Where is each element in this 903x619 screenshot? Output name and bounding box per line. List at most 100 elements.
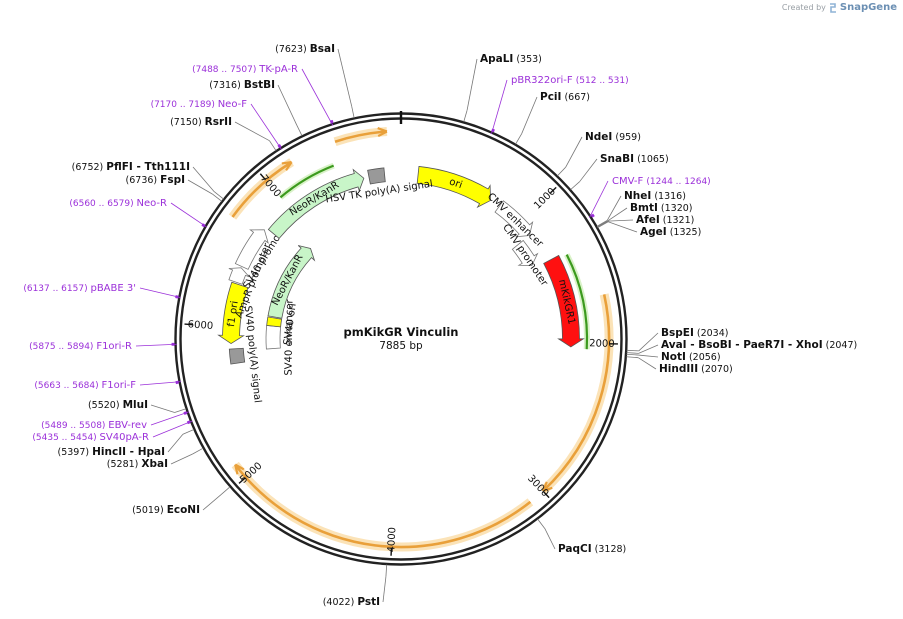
site-leader-ext-hincii — [167, 433, 184, 453]
site-hincii[interactable]: (5397) HincII - HpaI — [58, 446, 165, 458]
site-psti[interactable]: (4022) PstI — [323, 596, 380, 608]
site-leader-ext-mlui — [150, 404, 175, 413]
primer-name: F1ori-F — [102, 380, 137, 391]
tick-label-6000: 6000 — [187, 319, 213, 332]
site-leader-ext-psti — [382, 576, 387, 603]
plasmid-name: pmKikGR Vinculin — [344, 325, 459, 339]
site-name: NotI — [661, 351, 686, 363]
primer-range: (5489 .. 5508) — [41, 421, 108, 431]
primer-f1ori-r[interactable]: (5875 .. 5894) F1ori-R — [29, 341, 132, 352]
primer-text-cmv-f: CMV-F (1244 .. 1264) — [612, 176, 711, 187]
site-leader-ext-fspi — [187, 179, 213, 195]
site-bspei[interactable]: BspEI (2034) — [661, 327, 728, 339]
primer-text-pbr322ori-f: pBR322ori-F (512 .. 531) — [511, 75, 629, 86]
primer-leader-pbabe-3 — [139, 287, 181, 298]
site-position: (1325) — [667, 227, 702, 238]
site-position: (959) — [612, 132, 641, 143]
primer-range: (6137 .. 6157) — [23, 284, 90, 294]
site-bmti[interactable]: BmtI (1320) — [630, 202, 692, 214]
site-snabi[interactable]: SnaBI (1065) — [600, 153, 669, 165]
site-name: BsaI — [310, 43, 335, 55]
site-pflfi[interactable]: (6752) PflFI - Tth111I — [72, 161, 190, 173]
primer-range: (5663 .. 5684) — [34, 381, 101, 391]
site-position: (6752) — [72, 162, 107, 173]
site-name: HindIII — [659, 363, 698, 375]
site-avai[interactable]: AvaI - BsoBI - PaeR7I - XhoI (2047) — [661, 339, 857, 351]
site-leader-ext-ndei — [565, 136, 583, 168]
site-name: AfeI — [636, 214, 660, 226]
site-rsrii[interactable]: (7150) RsrII — [170, 116, 232, 128]
site-ndei[interactable]: NdeI (959) — [585, 131, 641, 143]
site-agei[interactable]: AgeI (1325) — [640, 226, 701, 238]
site-name: AvaI — [661, 339, 687, 351]
primer-text-tk-pa-r: (7488 .. 7507) TK-pA-R — [192, 64, 298, 75]
site-position: (2056) — [686, 352, 721, 363]
site-leader-snabi — [570, 181, 580, 190]
site-leader-afei — [597, 220, 608, 228]
site-leader-avai — [626, 352, 639, 354]
primer-text-f1ori-r: (5875 .. 5894) F1ori-R — [29, 341, 132, 352]
primer-tk-pa-r[interactable]: (7488 .. 7507) TK-pA-R — [192, 64, 298, 75]
feature-sv40-enhancer[interactable] — [265, 325, 282, 350]
site-leader-ext-snabi — [579, 158, 598, 182]
site-leader-pcii — [515, 133, 522, 145]
site-position: (7150) — [170, 117, 205, 128]
primer-ebv-rev[interactable]: (5489 .. 5508) EBV-rev — [41, 420, 147, 431]
feature-f1-ori[interactable] — [217, 281, 249, 345]
primer-neo-r[interactable]: (6560 .. 6579) Neo-R — [69, 198, 167, 209]
site-leader-apali — [463, 110, 468, 122]
site-leader-ext-noti — [638, 354, 659, 358]
created-by-text: Created by — [781, 3, 826, 12]
feature-sv40-promoter[interactable] — [234, 229, 269, 270]
site-leader-ndei — [557, 166, 566, 177]
site-text-bsai: (7623) BsaI — [275, 43, 335, 55]
primer-leader-f1ori-r — [135, 343, 178, 347]
primer-name: EBV-rev — [108, 420, 147, 431]
feature-label-sv40-enhancer: SV40 enhancer — [284, 299, 296, 376]
site-leader-ext-pcii — [521, 96, 538, 134]
feature-hsv-tk-poly-a-signal[interactable] — [367, 167, 386, 185]
site-mlui[interactable]: (5520) MluI — [88, 399, 148, 411]
feature-ampr-promoter[interactable] — [228, 267, 250, 285]
site-leader-ext-bsai — [337, 48, 353, 107]
site-noti[interactable]: NotI (2056) — [661, 351, 721, 363]
site-nhei[interactable]: NheI (1316) — [624, 190, 686, 202]
feature-sv40-ori[interactable] — [266, 316, 283, 328]
feature-mkikgr1[interactable] — [543, 254, 585, 348]
feature-sv40-poly-a-signal[interactable] — [228, 347, 246, 365]
feature-cmv-promoter[interactable] — [511, 239, 539, 267]
site-apali[interactable]: ApaLI (353) — [480, 53, 542, 65]
primer-name: SV40pA-R — [100, 432, 149, 443]
feature-neor-kanr[interactable] — [267, 168, 365, 239]
site-pcii[interactable]: PciI (667) — [540, 91, 590, 103]
site-text-ndei: NdeI (959) — [585, 131, 641, 143]
primer-mark-pbr322ori-f — [491, 128, 495, 133]
site-leader-xbai — [192, 447, 204, 455]
site-afei[interactable]: AfeI (1321) — [636, 214, 694, 226]
site-position: (2034) — [694, 328, 729, 339]
primer-pbabe-3[interactable]: (6137 .. 6157) pBABE 3' — [23, 283, 136, 294]
site-hindiii[interactable]: HindIII (2070) — [659, 363, 733, 375]
primer-text-ebv-rev: (5489 .. 5508) EBV-rev — [41, 420, 147, 431]
site-fspi[interactable]: (6736) FspI — [126, 174, 185, 186]
site-text-hincii: (5397) HincII - HpaI — [58, 446, 165, 458]
primer-cmv-f[interactable]: CMV-F (1244 .. 1264) — [612, 176, 711, 187]
primer-f1ori-f[interactable]: (5663 .. 5684) F1ori-F — [34, 380, 136, 391]
site-xbai[interactable]: (5281) XbaI — [107, 458, 168, 470]
site-leader-ext-xbai — [170, 453, 193, 465]
site-paqci[interactable]: PaqCI (3128) — [558, 543, 626, 555]
site-position: (1316) — [651, 191, 686, 202]
site-bstbi[interactable]: (7316) BstBI — [209, 79, 275, 91]
site-bsai[interactable]: (7623) BsaI — [275, 43, 335, 55]
primer-text-f1ori-f: (5663 .. 5684) F1ori-F — [34, 380, 136, 391]
primer-text-pbabe-3: (6137 .. 6157) pBABE 3' — [23, 283, 136, 294]
feature-cmv-enhancer[interactable] — [494, 200, 534, 238]
feature-neor-kanr-2[interactable] — [267, 245, 316, 319]
primer-sv40pa-r[interactable]: (5435 .. 5454) SV40pA-R — [32, 432, 149, 443]
feature-ori[interactable] — [416, 165, 491, 209]
primer-pbr322ori-f[interactable]: pBR322ori-F (512 .. 531) — [511, 75, 629, 86]
site-leader-ext-pflfi — [192, 166, 215, 192]
primer-neo-f[interactable]: (7170 .. 7189) Neo-F — [151, 99, 248, 110]
site-econi[interactable]: (5019) EcoNI — [132, 504, 200, 516]
